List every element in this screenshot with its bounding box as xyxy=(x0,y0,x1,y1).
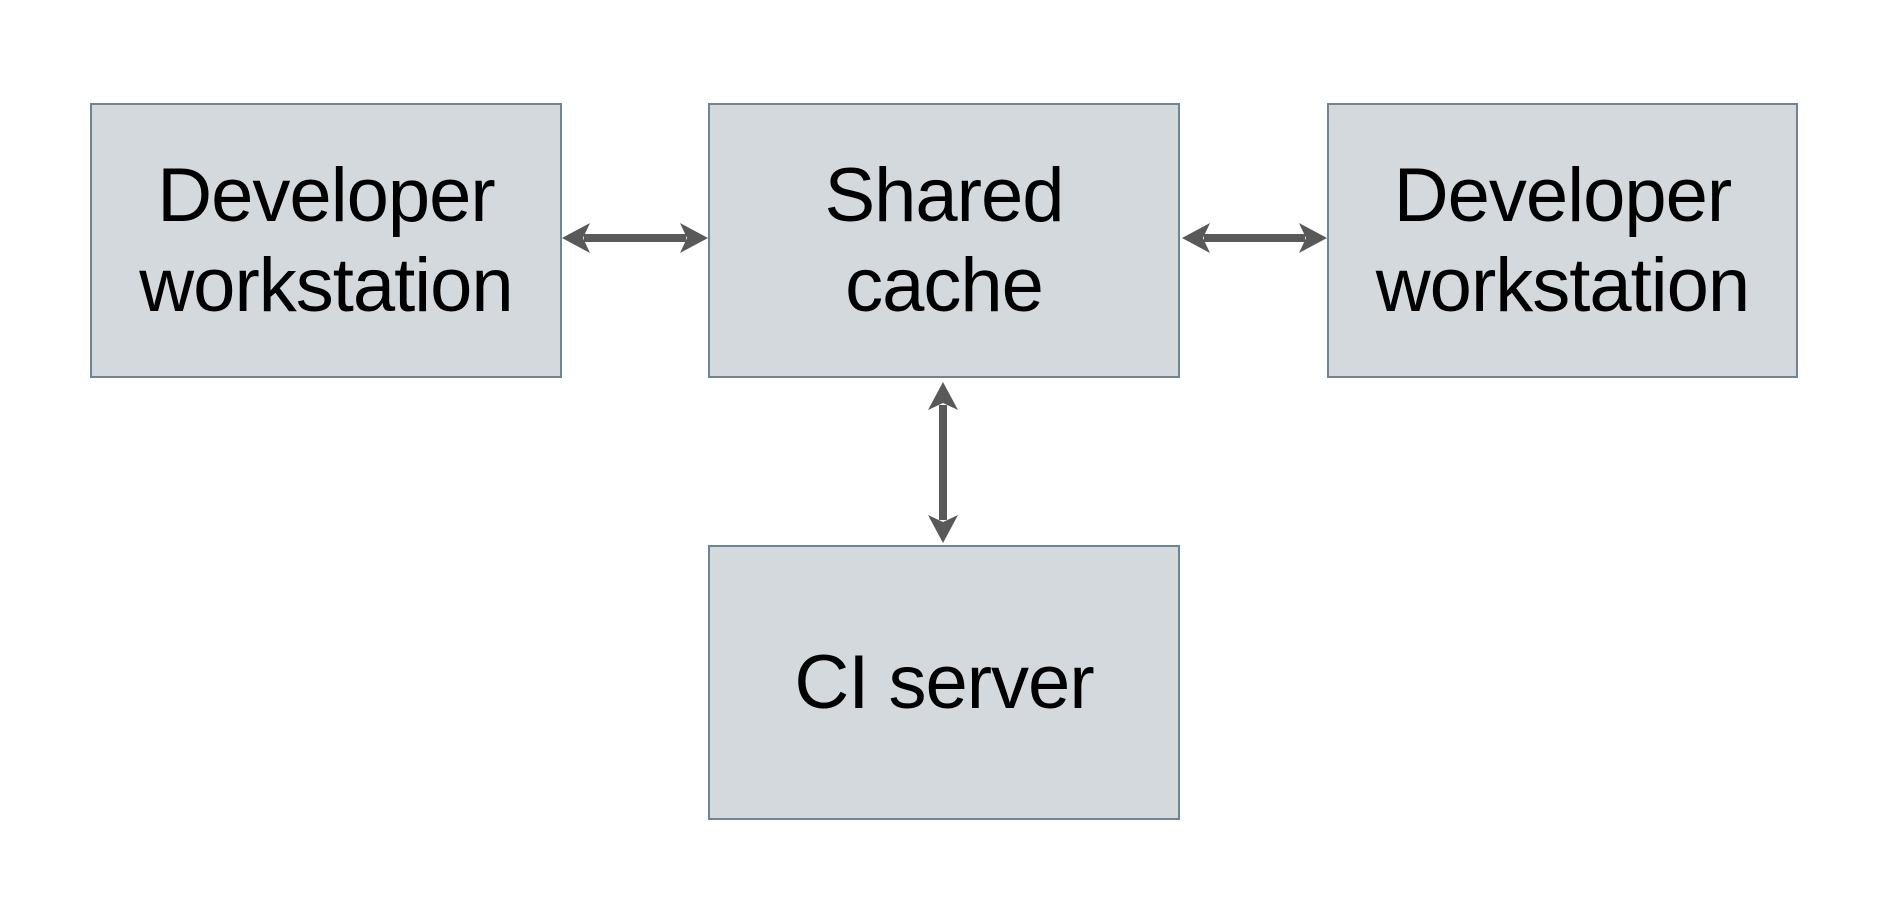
node-label-developer-workstation-left: Developer workstation xyxy=(139,152,513,328)
node-shared-cache: Shared cache xyxy=(708,103,1180,378)
node-developer-workstation-right: Developer workstation xyxy=(1327,103,1798,378)
node-label-ci-server: CI server xyxy=(794,639,1094,725)
node-ci-server: CI server xyxy=(708,545,1180,820)
node-label-developer-workstation-right: Developer workstation xyxy=(1375,152,1750,328)
bidirectional-arrow-left-workstation-shared-cache xyxy=(562,223,708,253)
node-label-shared-cache: Shared cache xyxy=(824,152,1064,328)
bidirectional-arrow-shared-cache-right-workstation xyxy=(1182,223,1327,253)
bidirectional-arrow-shared-cache-ci-server xyxy=(928,382,958,543)
node-developer-workstation-left: Developer workstation xyxy=(90,103,562,378)
